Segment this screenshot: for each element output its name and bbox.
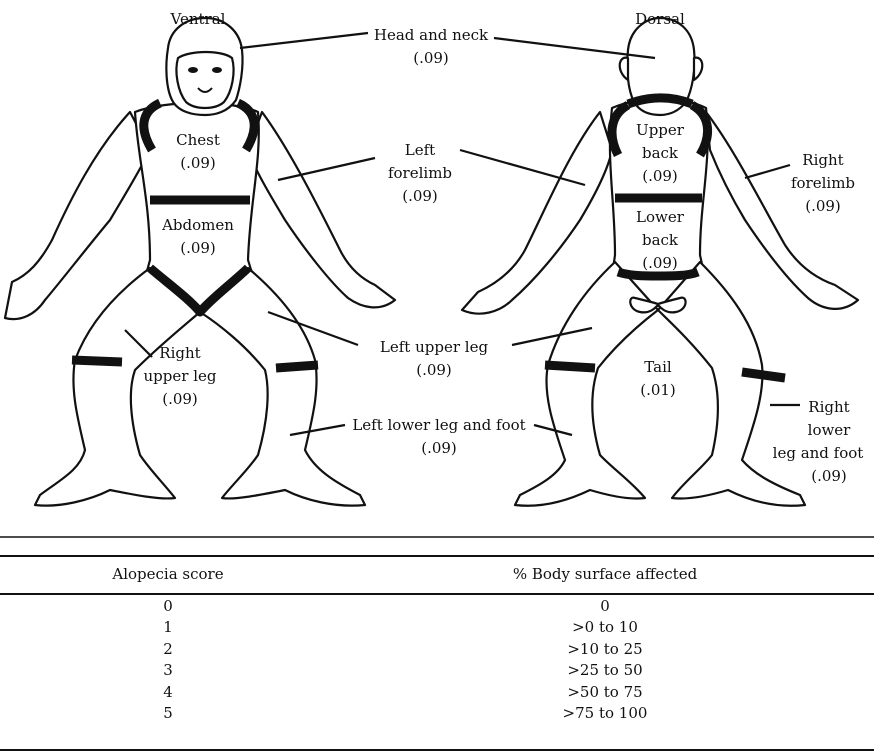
dorsal-left-ear — [620, 58, 628, 80]
leader-right-forelimb — [745, 165, 790, 178]
lower-back-label-2: back — [642, 231, 679, 249]
upper-back-label-2: back — [642, 144, 679, 162]
table-header-row: Alopecia score % Body surface affected — [0, 555, 874, 594]
abdomen-label: Abdomen — [161, 216, 234, 234]
ventral-right-leg — [35, 268, 200, 506]
right-lower-leg-label-3: leg and foot — [773, 444, 864, 462]
left-forelimb-label-1: Left — [405, 141, 435, 159]
abdomen-value: (.09) — [180, 239, 216, 257]
right-upper-leg-label-1: Right — [159, 344, 200, 362]
dorsal-left-knee-band — [545, 365, 595, 368]
right-knee-band — [72, 360, 122, 362]
head-neck-value: (.09) — [413, 49, 449, 67]
right-lower-leg-label-2: lower — [808, 421, 852, 439]
surface-cell: >10 to 25 — [336, 638, 874, 660]
left-lower-leg-label: Left lower leg and foot — [352, 416, 525, 434]
left-knee-band — [276, 365, 318, 368]
left-lower-leg-value: (.09) — [421, 439, 457, 457]
score-cell: 2 — [0, 638, 336, 660]
eye-icon — [212, 67, 222, 73]
right-lower-leg-label-1: Right — [808, 398, 849, 416]
surface-cell: 0 — [336, 594, 874, 617]
leader-head-ventral — [240, 33, 368, 48]
score-cell: 5 — [0, 703, 336, 725]
alopecia-score-table: Alopecia score % Body surface affected 0… — [0, 555, 874, 724]
upper-back-label-1: Upper — [636, 121, 685, 139]
right-forelimb-label-2: forelimb — [791, 174, 855, 192]
dorsal-view-title: Dorsal — [635, 10, 685, 28]
tail-value: (.01) — [640, 381, 676, 399]
upper-back-value: (.09) — [642, 167, 678, 185]
score-cell: 4 — [0, 681, 336, 703]
right-upper-leg-label-2: upper leg — [144, 367, 217, 385]
left-forelimb-value: (.09) — [402, 187, 438, 205]
score-cell: 1 — [0, 617, 336, 639]
surface-cell: >75 to 100 — [336, 703, 874, 725]
ventral-monkey-figure — [5, 18, 395, 506]
surface-cell: >0 to 10 — [336, 617, 874, 639]
dorsal-left-arm — [462, 112, 612, 314]
surface-cell: >25 to 50 — [336, 660, 874, 682]
score-cell: 3 — [0, 660, 336, 682]
dorsal-hip-band — [618, 272, 698, 276]
table-row: 2 >10 to 25 — [0, 638, 874, 660]
ventral-view-title: Ventral — [170, 10, 226, 28]
chest-label: Chest — [176, 131, 220, 149]
right-forelimb-value: (.09) — [805, 197, 841, 215]
ventral-left-leg — [200, 268, 365, 506]
table-row: 3 >25 to 50 — [0, 660, 874, 682]
head-neck-label: Head and neck — [374, 26, 489, 44]
ventral-face — [176, 52, 233, 108]
right-lower-leg-value: (.09) — [811, 467, 847, 485]
dorsal-right-knee-band — [742, 372, 785, 378]
lower-back-label-1: Lower — [636, 208, 685, 226]
ventral-left-arm — [248, 112, 395, 307]
left-forelimb-label-2: forelimb — [388, 164, 452, 182]
eye-icon — [188, 67, 198, 73]
score-cell: 0 — [0, 594, 336, 617]
alopecia-score-header: Alopecia score — [0, 555, 336, 594]
table-row: 5 >75 to 100 — [0, 703, 874, 725]
right-forelimb-label-1: Right — [802, 151, 843, 169]
table-row: 4 >50 to 75 — [0, 681, 874, 703]
left-upper-leg-value: (.09) — [416, 361, 452, 379]
tail-label: Tail — [644, 358, 672, 376]
chest-value: (.09) — [180, 154, 216, 172]
dorsal-right-ear — [694, 58, 702, 80]
table-row: 0 0 — [0, 594, 874, 617]
table-row: 1 >0 to 10 — [0, 617, 874, 639]
left-upper-leg-label: Left upper leg — [380, 338, 489, 356]
lower-back-value: (.09) — [642, 254, 678, 272]
body-surface-header: % Body surface affected — [336, 555, 874, 594]
right-upper-leg-value: (.09) — [162, 390, 198, 408]
surface-cell: >50 to 75 — [336, 681, 874, 703]
